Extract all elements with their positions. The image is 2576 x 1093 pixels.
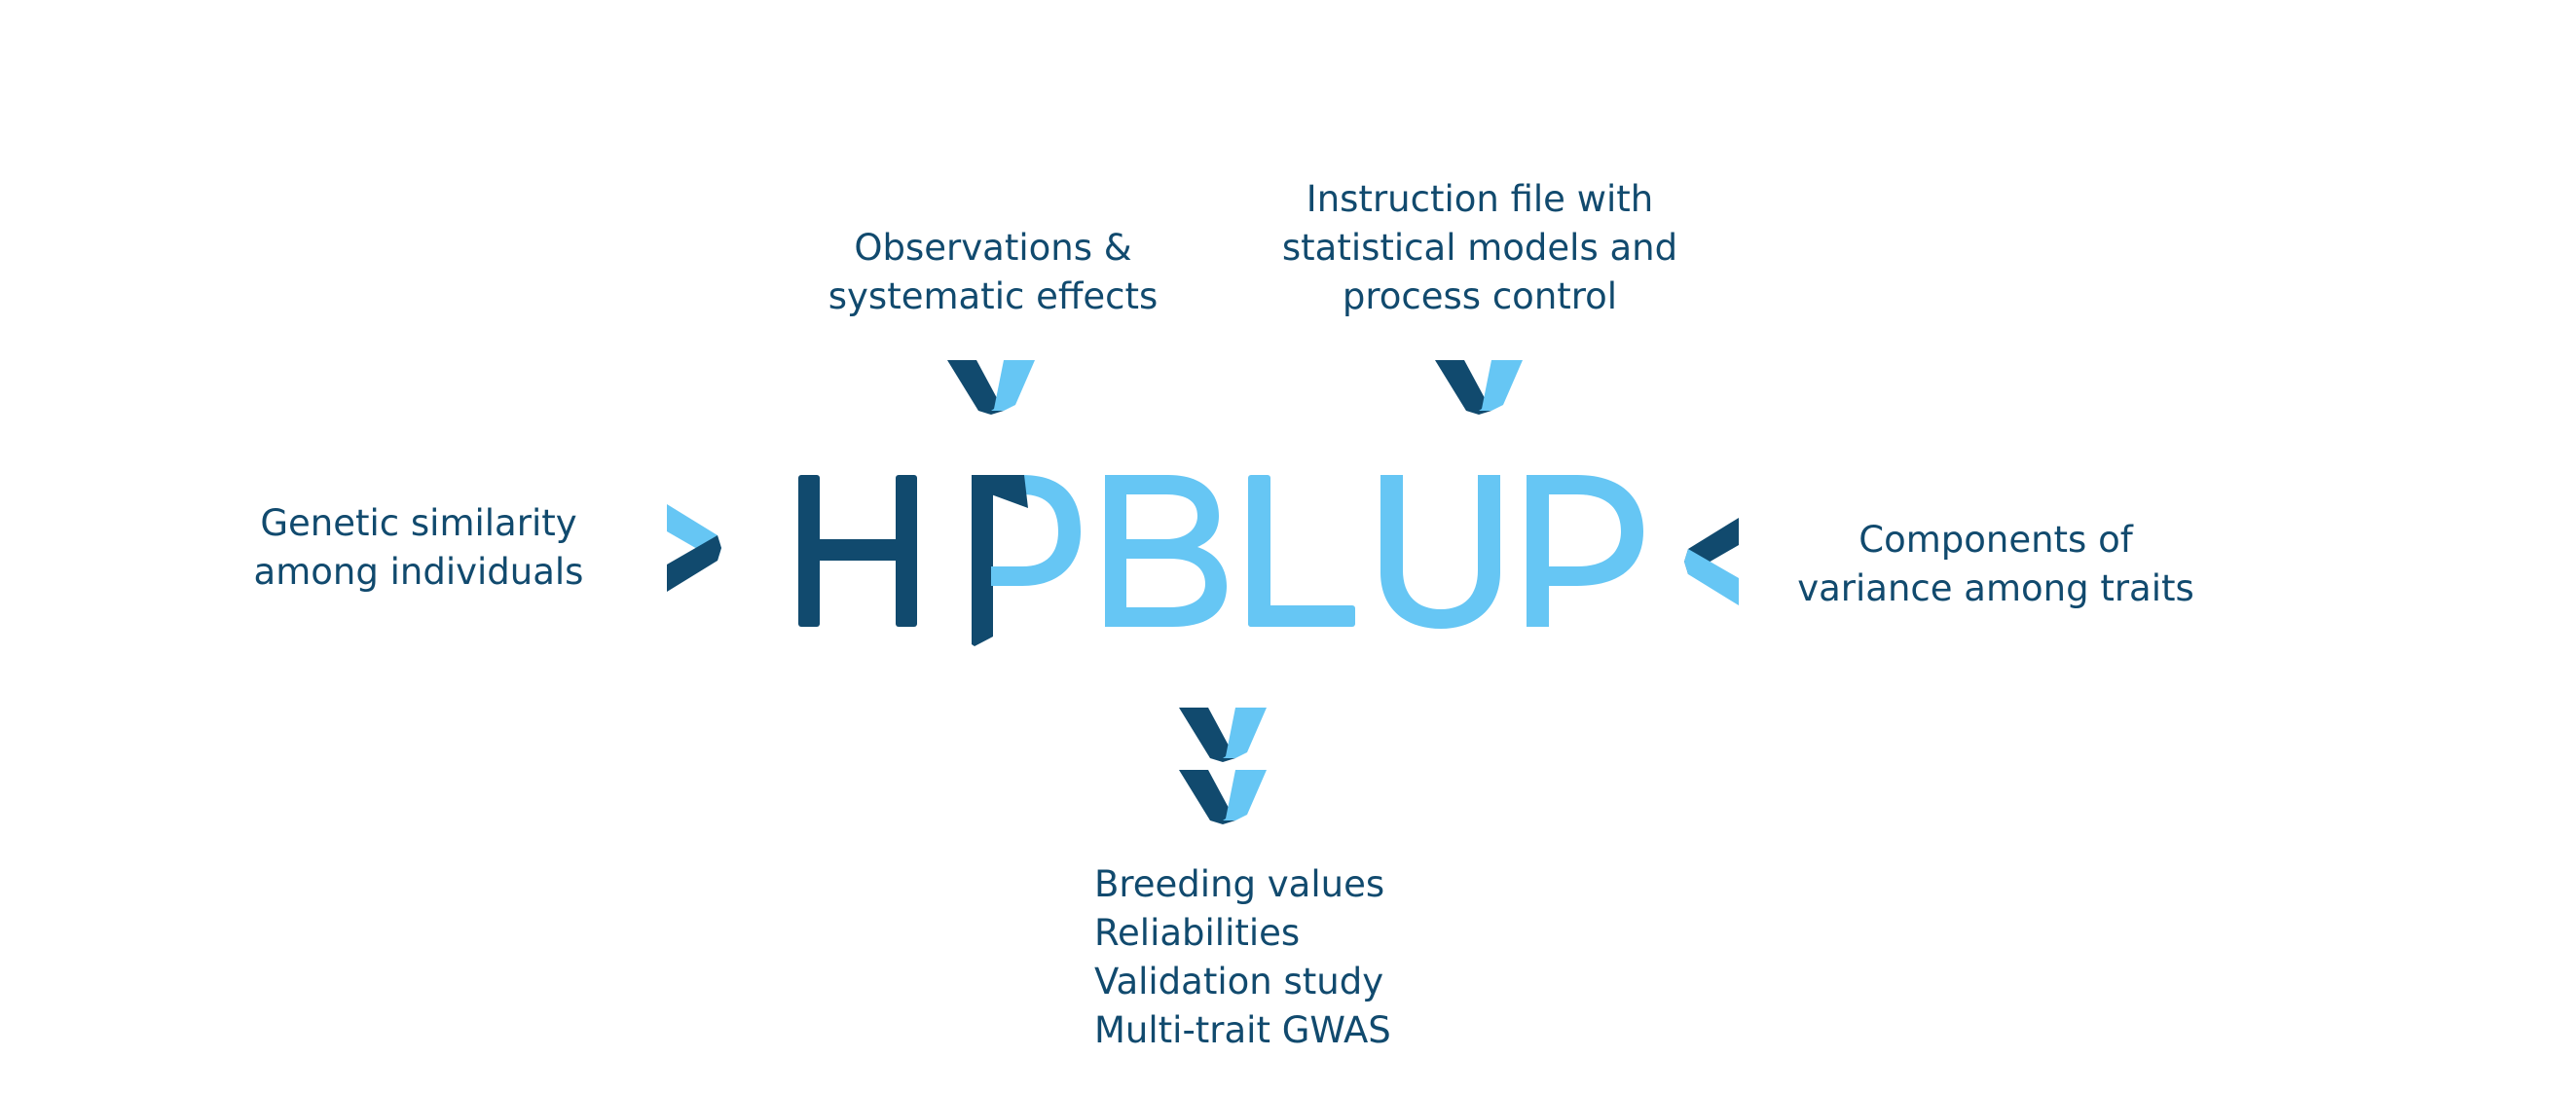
outputs-list: Breeding values Reliabilities Validation… [1094,860,1503,1055]
logo-letter-l [1248,475,1355,627]
instruction-file-label: Instruction file with statistical models… [1246,175,1713,321]
chevron-down-icon [1179,708,1267,762]
observations-label: Observations & systematic effects [798,224,1188,321]
components-line-2: variance among traits [1797,567,2194,609]
chevron-down-icon [947,360,1035,415]
instruction-line-2: statistical models and [1281,227,1678,269]
chevron-down-icon [1179,770,1267,824]
output-breeding-values: Breeding values [1094,863,1385,905]
logo-letter-h [798,475,917,627]
instruction-line-1: Instruction file with [1306,178,1654,220]
variance-components-label: Components of variance among traits [1772,516,2220,613]
logo-letter-p-first [972,475,1081,646]
genetic-similarity-label: Genetic similarity among individuals [224,499,613,597]
chevron-down-icon [1435,360,1523,415]
logo-letter-u [1380,475,1500,629]
genetic-line-2: among individuals [253,551,584,593]
genetic-line-1: Genetic similarity [260,502,577,544]
output-reliabilities: Reliabilities [1094,912,1301,954]
chevron-right-icon [667,504,721,592]
instruction-line-3: process control [1342,275,1618,317]
chevron-left-icon [1684,518,1739,605]
logo-letter-b [1105,475,1227,627]
components-line-1: Components of [1858,519,2133,561]
observations-line-2: systematic effects [828,275,1159,317]
observations-line-1: Observations & [854,227,1132,269]
hpblup-logo [798,475,1643,646]
output-multi-trait-gwas: Multi-trait GWAS [1094,1009,1391,1051]
logo-letter-p-second [1527,475,1643,627]
output-validation-study: Validation study [1094,961,1384,1002]
